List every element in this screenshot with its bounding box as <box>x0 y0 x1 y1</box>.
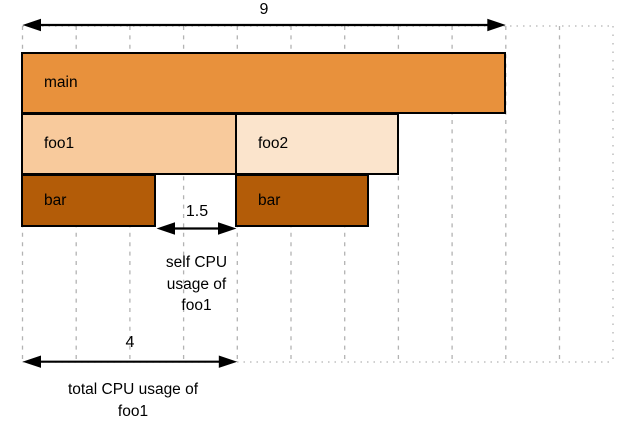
caption-self-cpu-usage: self CPU usage of foo1 <box>121 252 272 317</box>
frame-bar-right: bar <box>235 174 369 227</box>
frame-label: bar <box>258 191 281 209</box>
measure-value-9: 9 <box>259 1 269 18</box>
arrowhead-right-icon <box>218 355 238 368</box>
caption-line: foo1 <box>117 402 149 420</box>
caption-line: self CPU <box>165 254 228 271</box>
frame-foo1: foo1 <box>21 113 237 175</box>
measure-value-4: 4 <box>125 334 135 351</box>
arrowhead-right-icon <box>218 222 237 235</box>
caption-line: total CPU usage of <box>67 381 199 398</box>
frame-main: main <box>21 52 506 114</box>
caption-line: usage of <box>166 275 227 293</box>
measure-value-1-5: 1.5 <box>185 203 209 220</box>
arrowhead-left-icon <box>22 18 41 32</box>
frame-label: foo1 <box>44 135 75 153</box>
caption-line: foo1 <box>181 297 212 314</box>
arrowhead-left-icon <box>156 222 175 235</box>
frame-bar-left: bar <box>21 174 156 227</box>
arrowhead-right-icon <box>487 18 506 32</box>
frame-label: bar <box>44 191 67 209</box>
frame-label: foo2 <box>258 135 289 153</box>
frame-label: main <box>44 74 78 92</box>
arrowhead-left-icon <box>22 355 41 368</box>
frame-foo2: foo2 <box>235 113 399 175</box>
caption-total-cpu-usage: total CPU usage of foo1 <box>33 379 233 422</box>
